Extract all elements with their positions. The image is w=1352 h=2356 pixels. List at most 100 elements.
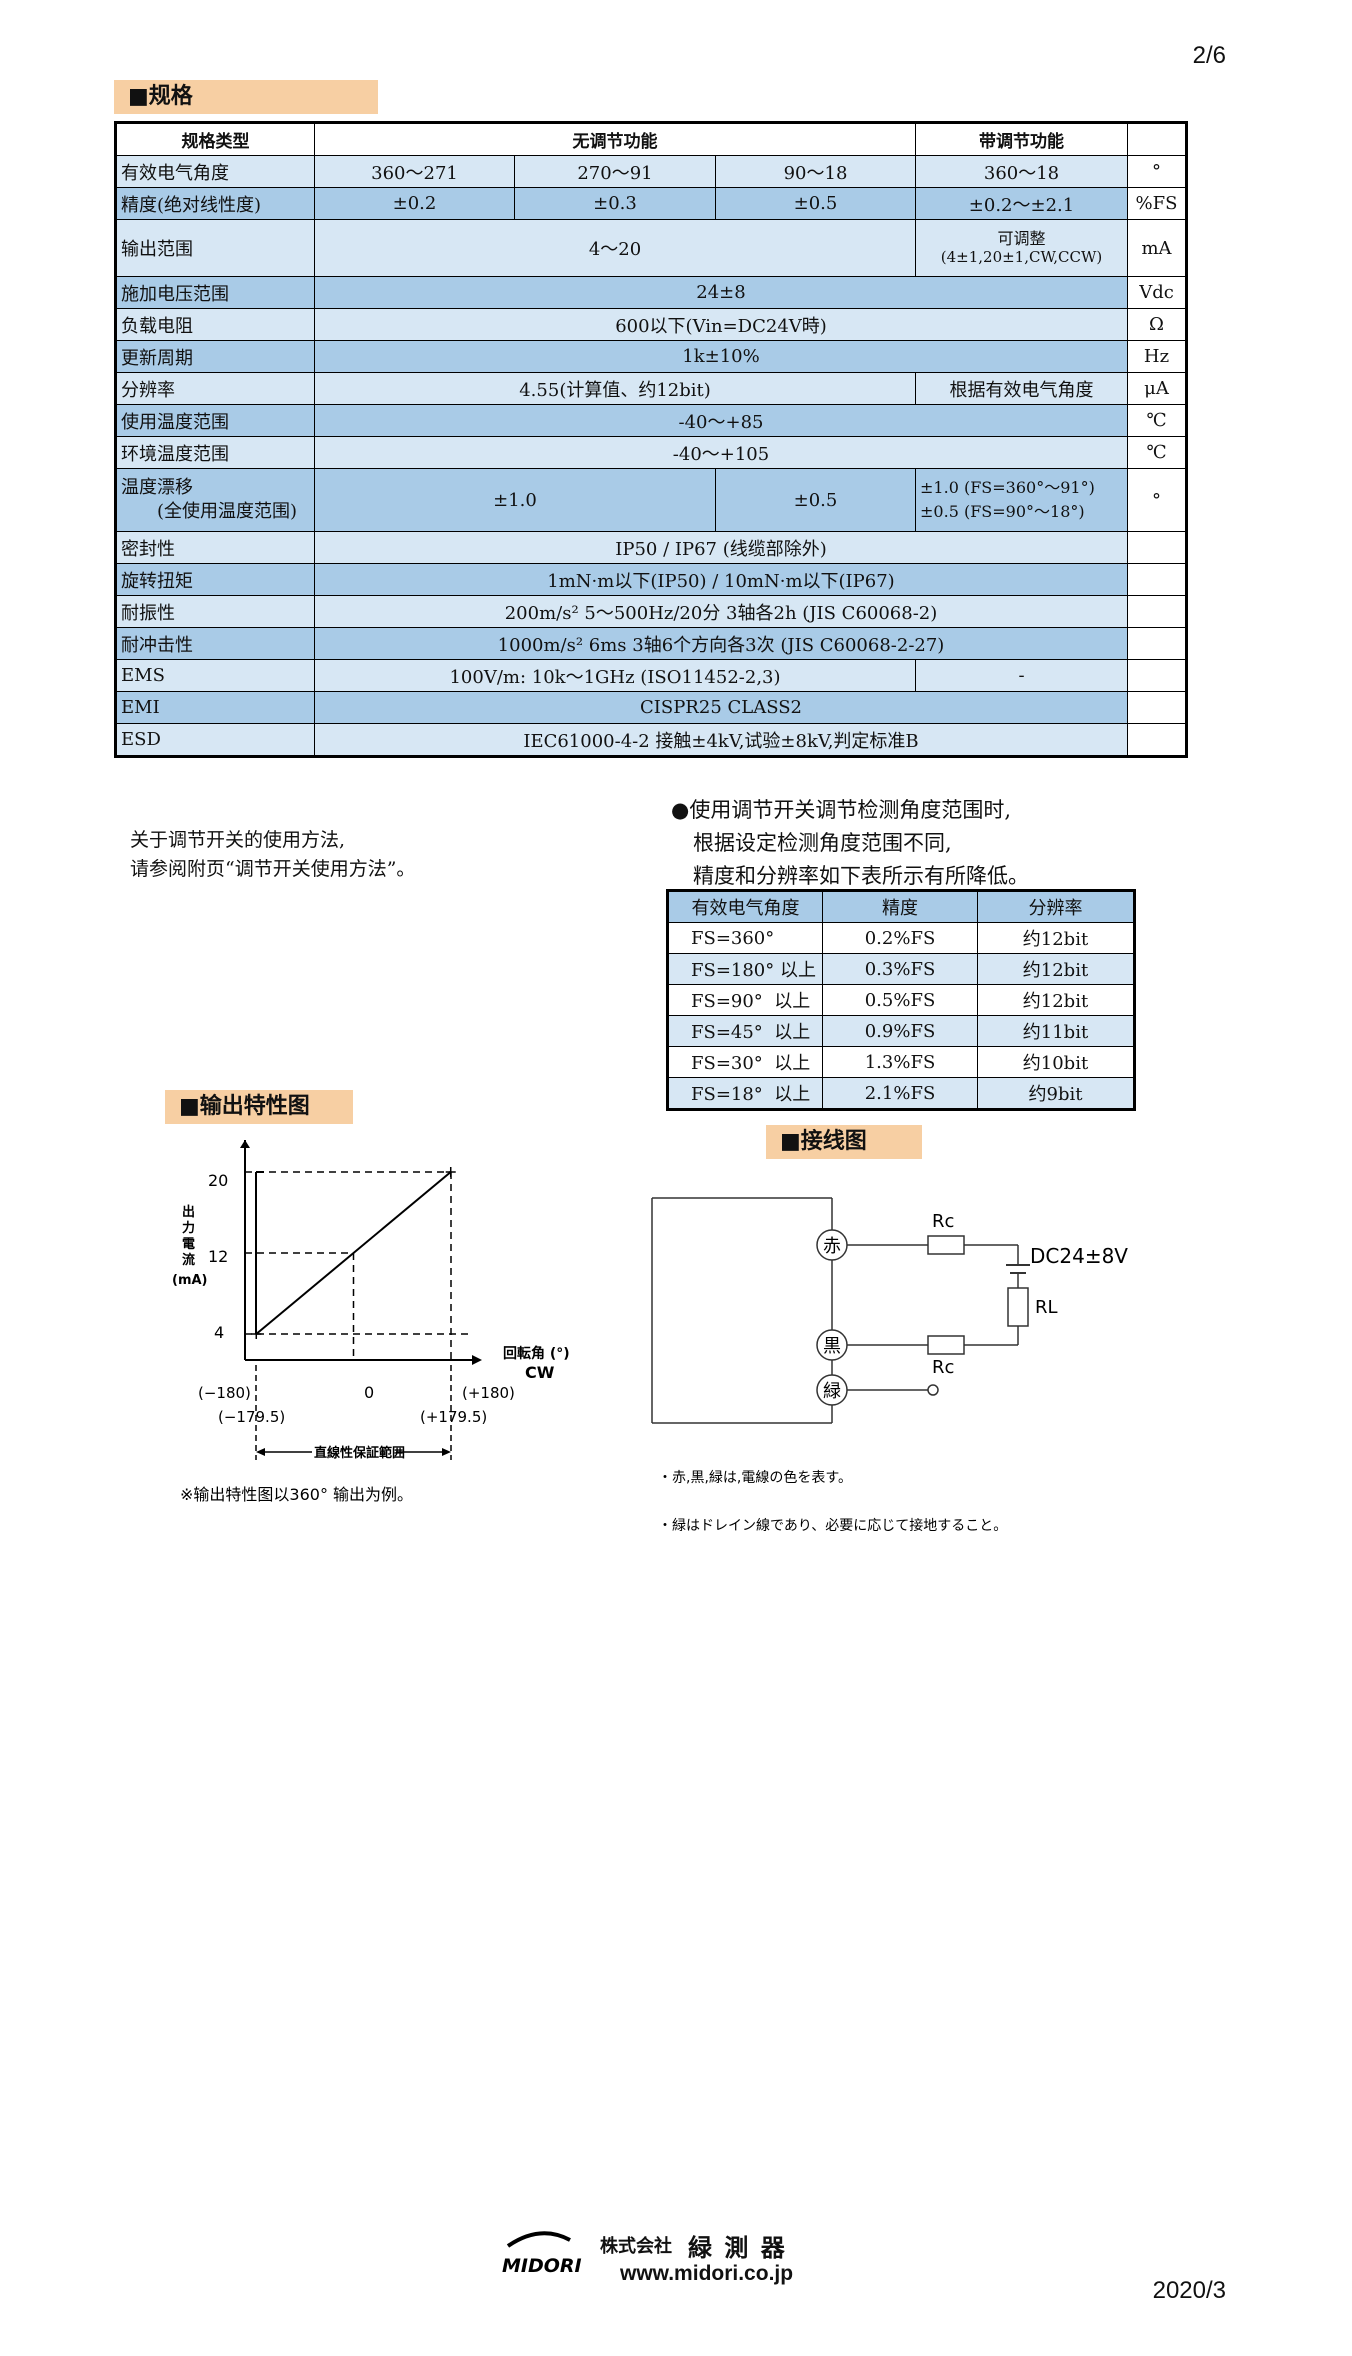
spec-row-emi: EMI CISPR25 CLASS2 <box>115 691 1188 724</box>
spec-value: 根据有效电气角度 <box>915 372 1129 405</box>
spec-row-seal: 密封性 IP50 / IP67 (线缆部除外) <box>115 531 1188 564</box>
rc-top-label: Rc <box>932 1211 954 1232</box>
spec-label-line: 温度漂移 <box>121 477 193 498</box>
rc-bottom-label: Rc <box>932 1357 954 1378</box>
company-prefix: 株式会社 <box>600 2236 672 2257</box>
drain-terminal-icon <box>927 1384 939 1396</box>
resolution-cell: 约11bit <box>977 1015 1135 1047</box>
resolution-row: FS=18° 以上 2.1%FS 约9bit <box>667 1077 1135 1110</box>
range-label: 直線性保証範囲 <box>314 1445 405 1461</box>
y-tick-label: 4 <box>214 1323 224 1342</box>
spec-label: 温度漂移 (全使用温度范围) <box>115 468 315 532</box>
resolution-cell: FS=360° <box>667 922 823 954</box>
resolution-cell: 1.3%FS <box>822 1046 978 1078</box>
spec-label: 施加电压范围 <box>115 276 315 309</box>
x-tick-label: 0 <box>364 1383 374 1402</box>
y-label-char: 出 <box>182 1204 195 1220</box>
spec-value: 4.55(计算值、约12bit) <box>313 372 917 405</box>
spec-value: -40～+105 <box>313 436 1129 469</box>
spec-label: 更新周期 <box>115 340 315 373</box>
resolution-header: 有效电气角度 <box>667 890 823 923</box>
spec-row-output: 输出范围 4～20 可调整 (4±1,20±1,CW,CCW) mA <box>115 219 1188 277</box>
output-chart: 出 力 電 流 (mA) 20 12 4 回転角 (°) CW (−180) 0… <box>172 1140 570 1504</box>
spec-row-env-temp: 环境温度范围 -40～+105 ℃ <box>115 436 1188 469</box>
spec-value-line: ±0.5 (FS=90°～18°) <box>920 502 1085 521</box>
spec-value: ±0.2～±2.1 <box>915 187 1129 220</box>
resolution-cell: FS=45° 以上 <box>667 1015 823 1047</box>
spec-unit: ° <box>1127 155 1188 188</box>
resolution-cell: 0.3%FS <box>822 953 978 985</box>
y-unit: (mA) <box>172 1273 208 1288</box>
adjust-note: 关于调节开关的使用方法, 请参阅附页“调节开关使用方法”。 <box>130 826 415 884</box>
chart-marks <box>245 1167 471 1360</box>
spec-unit: ℃ <box>1127 436 1188 469</box>
resistor-rc-top-icon <box>927 1235 965 1255</box>
wiring-diagram: 赤 黒 緑 Rc DC24±8V RL Rc ・赤,黒,緑は,電線の色を表す。 … <box>651 1197 1128 1534</box>
spec-value: 4～20 <box>313 219 917 277</box>
x-tick-label: (+180) <box>462 1384 515 1402</box>
adjust-note-line: 关于调节开关的使用方法, <box>130 829 346 851</box>
spec-value: - <box>915 659 1129 692</box>
spec-unit: μA <box>1127 372 1188 405</box>
x-tick-label: (−180) <box>198 1384 251 1402</box>
adjust-note-line: 请参阅附页“调节开关使用方法”。 <box>130 858 416 880</box>
resistor-rc-bottom-icon <box>927 1335 965 1355</box>
supply-label: DC24±8V <box>1030 1244 1128 1268</box>
spec-row-vibration: 耐振性 200m/s² 5～500Hz/20分 3轴各2h (JIS C6006… <box>115 595 1188 628</box>
x-axis-label: 回転角 (°) <box>503 1345 570 1362</box>
spec-unit: Ω <box>1127 308 1188 341</box>
spec-value: 200m/s² 5～500Hz/20分 3轴各2h (JIS C60068-2) <box>313 595 1129 628</box>
resolution-cell: 约9bit <box>977 1077 1135 1110</box>
terminal-label: 緑 <box>823 1381 841 1402</box>
spec-row-load: 负载电阻 600以下(Vin=DC24V時) Ω <box>115 308 1188 341</box>
resolution-cell: FS=90° 以上 <box>667 984 823 1016</box>
resolution-cell: FS=180° 以上 <box>667 953 823 985</box>
spec-label: 旋转扭矩 <box>115 563 315 596</box>
spec-value: CISPR25 CLASS2 <box>313 691 1129 724</box>
spec-table: 规格类型 无调节功能 带调节功能 有效电气角度 360～271 270～91 9… <box>114 121 1189 758</box>
y-label-char: 電 <box>182 1237 195 1252</box>
spec-unit: ° <box>1127 468 1188 532</box>
spec-value: 600以下(Vin=DC24V時) <box>313 308 1129 341</box>
spec-row-shock: 耐冲击性 1000m/s² 6ms 3轴6个方向各3次 (JIS C60068-… <box>115 627 1188 660</box>
spec-value-line: 可调整 <box>997 229 1046 248</box>
terminal-label: 赤 <box>823 1236 841 1257</box>
chart-note: ※输出特性图以360° 输出为例。 <box>180 1485 413 1504</box>
spec-label: 输出范围 <box>115 219 315 277</box>
series-point <box>251 1329 262 1339</box>
wiring-note: ・赤,黒,緑は,電線の色を表す。 <box>658 1469 852 1486</box>
spec-value: ±0.5 <box>714 468 917 532</box>
spec-value: ±1.0 <box>314 468 716 532</box>
spec-value: ±0.2 <box>314 187 515 220</box>
footer-logo: MIDORI 株式会社 緑 測 器 www.midori.co.jp <box>500 2228 840 2288</box>
output-chart-title: ■输出特性图 <box>165 1090 353 1124</box>
spec-value: IEC61000-4-2 接触±4kV,试验±8kV,判定标准B <box>313 723 1129 757</box>
range-note-line: 精度和分辨率如下表所示有所降低。 <box>693 864 1029 888</box>
spec-row-resolution: 分辨率 4.55(计算值、约12bit) 根据有效电气角度 μA <box>115 372 1188 405</box>
wiring-note: ・緑はドレイン線であり、必要に応じて接地すること。 <box>658 1517 1007 1534</box>
spec-label: 使用温度范围 <box>115 404 315 437</box>
resolution-cell: FS=18° 以上 <box>667 1077 823 1110</box>
y-tick-label: 20 <box>208 1171 228 1190</box>
spec-value: 270～91 <box>514 155 716 188</box>
spec-label: EMI <box>115 691 315 724</box>
spec-value: 1000m/s² 6ms 3轴6个方向各3次 (JIS C60068-2-27) <box>313 627 1129 660</box>
output-series-line <box>255 1171 452 1335</box>
spec-label: 密封性 <box>115 531 315 564</box>
spec-unit: ℃ <box>1127 404 1188 437</box>
resolution-header: 精度 <box>822 890 978 923</box>
resolution-header-row: 有效电气角度 精度 分辨率 <box>667 890 1135 923</box>
spec-row-update: 更新周期 1k±10% Hz <box>115 340 1188 373</box>
spec-label-line: (全使用温度范围) <box>157 501 298 522</box>
spec-value-line: ±1.0 (FS=360°～91°) <box>920 478 1095 497</box>
resolution-cell: FS=30° 以上 <box>667 1046 823 1078</box>
x-axis-direction: CW <box>525 1363 555 1382</box>
spec-label: 环境温度范围 <box>115 436 315 469</box>
resolution-cell: 约12bit <box>977 922 1135 954</box>
spec-value: 360～271 <box>314 155 515 188</box>
spec-row-accuracy: 精度(绝对线性度) ±0.2 ±0.3 ±0.5 ±0.2～±2.1 %FS <box>115 187 1188 220</box>
resolution-row: FS=45° 以上 0.9%FS 约11bit <box>667 1015 1135 1047</box>
resolution-cell: 约12bit <box>977 984 1135 1016</box>
spec-label: 分辨率 <box>115 372 315 405</box>
series-point <box>445 1167 456 1177</box>
